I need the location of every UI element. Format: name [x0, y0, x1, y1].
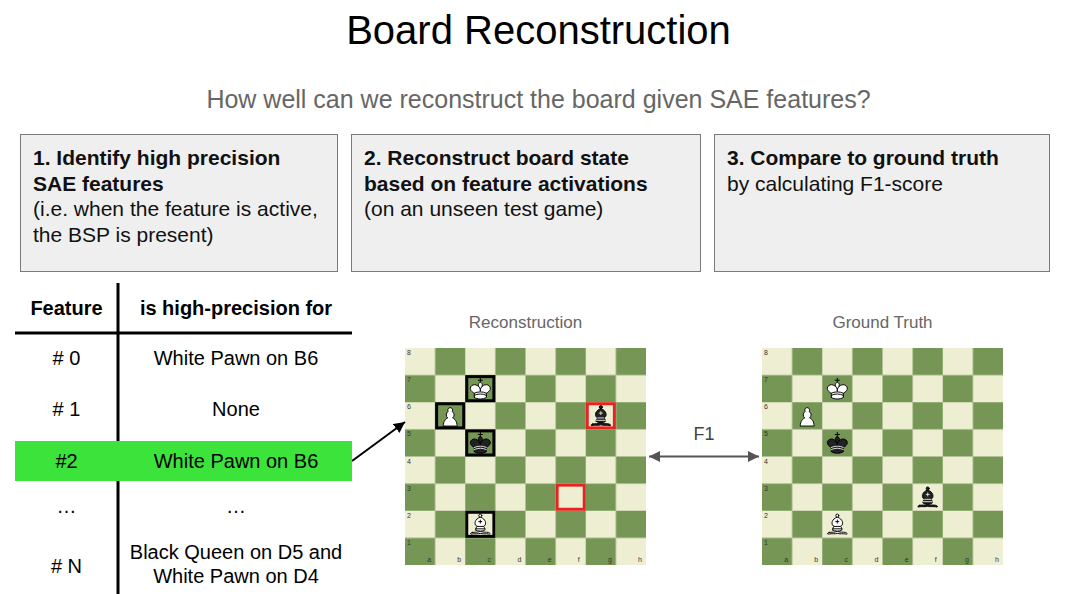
step-box: 3. Compare to ground truthby calculating… — [714, 134, 1050, 272]
correct-highlight — [437, 404, 464, 428]
white-king — [470, 378, 490, 399]
table-cell: White Pawn on B6 — [120, 346, 352, 370]
table-cell: # 1 — [15, 397, 118, 421]
table-cell: White Pawn on B6 — [120, 441, 352, 481]
table-divider — [117, 283, 120, 594]
error-highlight — [557, 485, 584, 509]
rank-coordinate: 5 — [407, 430, 417, 437]
rank-coordinate: 4 — [764, 458, 774, 465]
connector-arrow — [352, 422, 405, 461]
step-body: (i.e. when the feature is active, the BS… — [33, 196, 325, 247]
file-coordinate: f — [578, 556, 586, 563]
feature-table-lines — [15, 283, 352, 594]
step-heading: 1. Identify high precision SAE features — [33, 145, 325, 196]
rank-coordinate: 6 — [407, 403, 417, 410]
rank-coordinate: 4 — [407, 458, 417, 465]
table-header: Feature — [15, 296, 118, 320]
ground-truth-board — [762, 348, 1003, 565]
rank-coordinate: 2 — [407, 512, 417, 519]
rank-coordinate: 3 — [764, 485, 774, 492]
white-pawn — [800, 408, 814, 426]
subtitle: How well can we reconstruct the board gi… — [0, 84, 1077, 114]
file-coordinate: e — [548, 556, 556, 563]
file-coordinate: h — [995, 556, 1003, 563]
table-cell: None — [120, 397, 352, 421]
file-coordinate: c — [487, 556, 495, 563]
rank-coordinate: 8 — [764, 349, 774, 356]
table-header: is high-precision for — [120, 296, 352, 320]
connector-arrow — [649, 456, 759, 458]
table-cell: #2 — [15, 441, 118, 481]
chess-board — [405, 348, 646, 565]
step-heading: 3. Compare to ground truth — [727, 145, 1037, 171]
file-coordinate: b — [814, 556, 822, 563]
title: Board Reconstruction — [0, 6, 1077, 54]
rank-coordinate: 6 — [764, 403, 774, 410]
rank-coordinate: 5 — [764, 430, 774, 437]
step-body: by calculating F1-score — [727, 171, 1037, 197]
correct-highlight — [467, 431, 494, 455]
rank-coordinate: 7 — [407, 376, 417, 383]
connector-label: F1 — [690, 423, 717, 445]
board-heading: Reconstruction — [405, 312, 646, 334]
file-coordinate: d — [518, 556, 526, 563]
file-coordinate: h — [638, 556, 646, 563]
file-coordinate: f — [935, 556, 943, 563]
step-box: 2. Reconstruct board state based on feat… — [351, 134, 701, 272]
file-coordinate: a — [427, 556, 435, 563]
board-heading: Ground Truth — [762, 312, 1003, 334]
table-cell: # 0 — [15, 346, 118, 370]
highlighted-row: #2White Pawn on B6 — [15, 441, 352, 481]
white-bishop — [827, 514, 847, 534]
white-pawn — [443, 408, 457, 426]
step-body: (on an unseen test game) — [364, 196, 688, 222]
step-box: 1. Identify high precision SAE features(… — [20, 134, 338, 272]
reconstruction-board — [405, 348, 646, 565]
black-bishop — [918, 487, 938, 507]
error-highlight — [587, 404, 614, 428]
rank-coordinate: 2 — [764, 512, 774, 519]
white-bishop — [470, 514, 490, 534]
board-frame: Ground Truth — [762, 348, 1003, 565]
file-coordinate: a — [784, 556, 792, 563]
file-coordinate: g — [608, 556, 616, 563]
board-frame: Reconstruction — [405, 348, 646, 565]
rank-coordinate: 1 — [407, 539, 417, 546]
file-coordinate: d — [875, 556, 883, 563]
black-king — [827, 432, 847, 453]
file-coordinate: g — [965, 556, 973, 563]
correct-highlight — [467, 377, 494, 401]
file-coordinate: b — [457, 556, 465, 563]
chess-board — [762, 348, 1003, 565]
table-cell: … — [15, 494, 118, 518]
table-cell: # N — [15, 554, 118, 578]
file-coordinate: e — [905, 556, 913, 563]
file-coordinate: c — [844, 556, 852, 563]
black-king — [470, 432, 490, 453]
rank-coordinate: 8 — [407, 349, 417, 356]
table-rule — [15, 332, 352, 335]
rank-coordinate: 7 — [764, 376, 774, 383]
table-cell: Black Queen on D5 and White Pawn on D4 — [120, 540, 352, 588]
table-cell: … — [120, 494, 352, 518]
rank-coordinate: 3 — [407, 485, 417, 492]
white-king — [827, 378, 847, 399]
rank-coordinate: 1 — [764, 539, 774, 546]
black-bishop — [591, 406, 611, 426]
step-heading: 2. Reconstruct board state based on feat… — [364, 145, 688, 196]
correct-highlight — [467, 512, 494, 536]
